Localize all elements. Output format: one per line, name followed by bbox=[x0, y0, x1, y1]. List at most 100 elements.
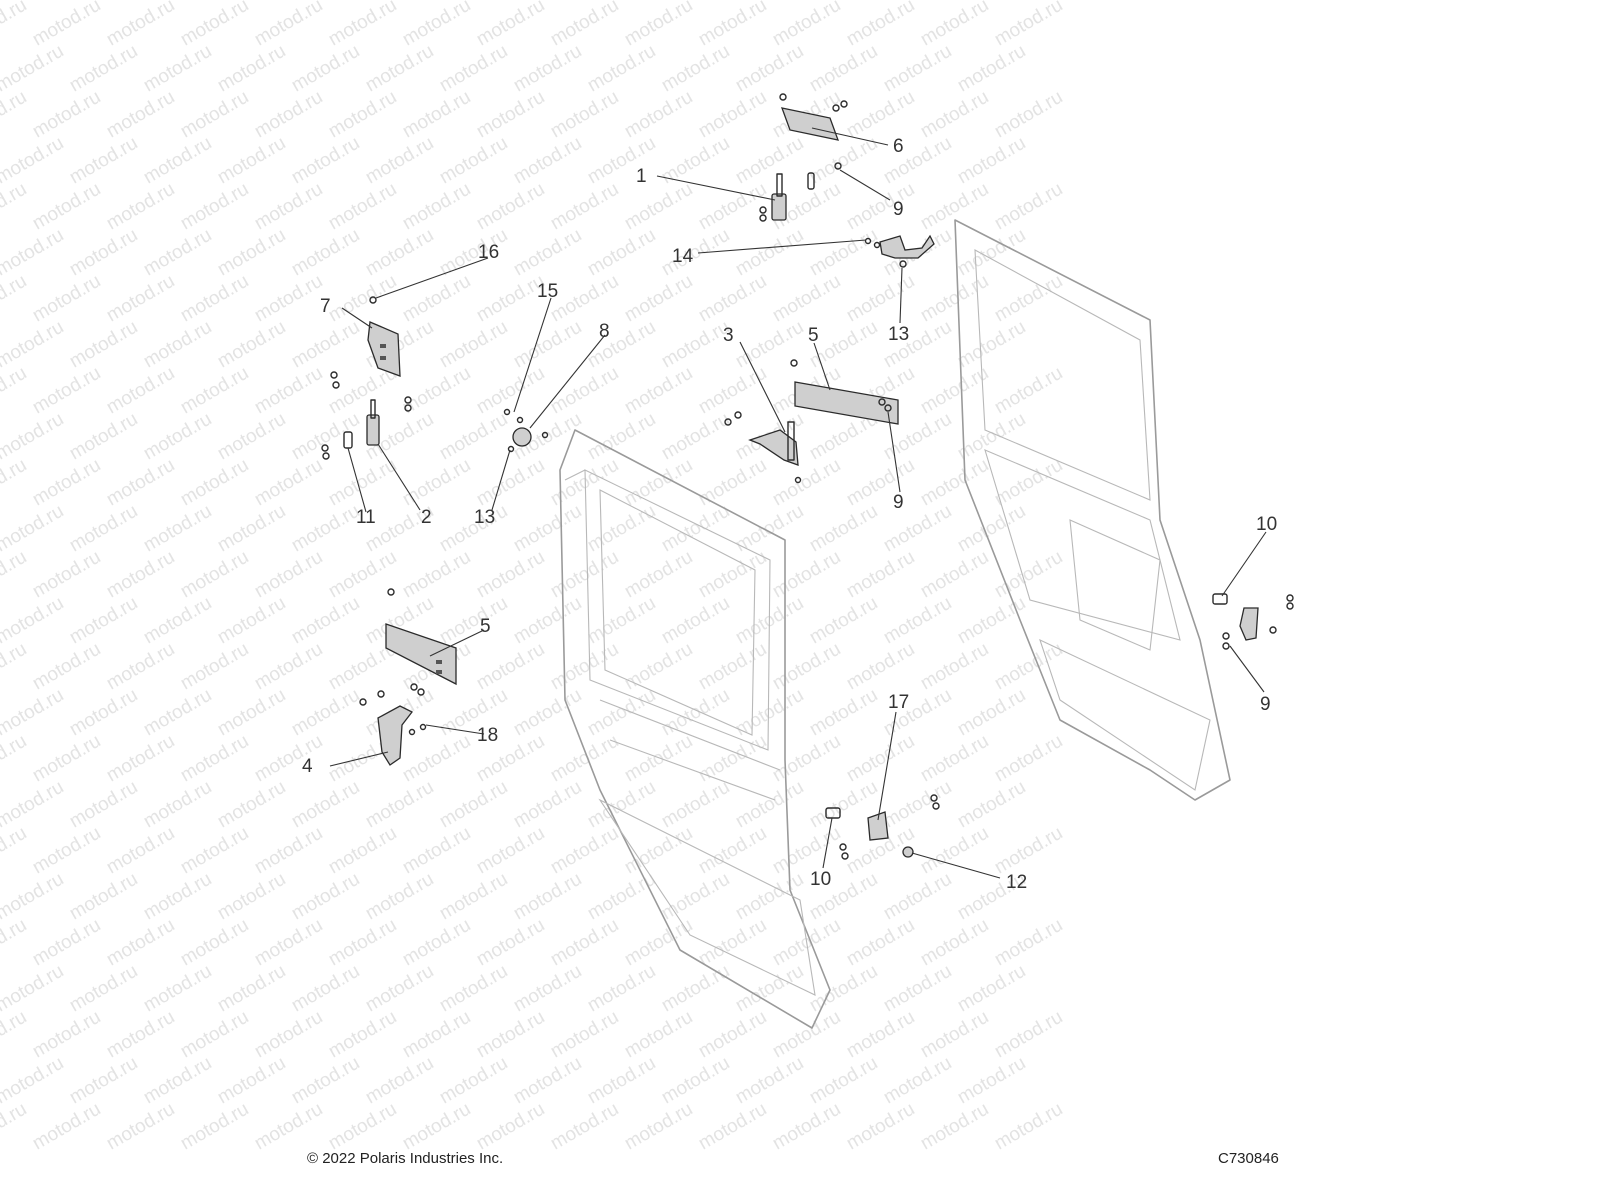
watermark-text: motod.ru bbox=[214, 41, 289, 97]
watermark-text: motod.ru bbox=[658, 869, 733, 925]
part-5-plate-upper bbox=[790, 359, 899, 425]
watermark-text: motod.ru bbox=[0, 1099, 30, 1155]
watermark-text: motod.ru bbox=[214, 685, 289, 741]
watermark-text: motod.ru bbox=[140, 501, 215, 557]
watermark-text: motod.ru bbox=[66, 501, 141, 557]
watermark-text: motod.ru bbox=[621, 823, 696, 879]
watermark-text: motod.ru bbox=[399, 731, 474, 787]
watermark-text: motod.ru bbox=[0, 41, 67, 97]
watermark-text: motod.ru bbox=[29, 363, 104, 419]
callout-17: 17 bbox=[888, 692, 909, 713]
watermark-text: motod.ru bbox=[547, 179, 622, 235]
watermark-text: motod.ru bbox=[29, 1099, 104, 1155]
watermark-text: motod.ru bbox=[0, 593, 67, 649]
watermark-text: motod.ru bbox=[288, 501, 363, 557]
watermark-text: motod.ru bbox=[473, 0, 548, 50]
watermark-text: motod.ru bbox=[695, 363, 770, 419]
watermark-text: motod.ru bbox=[843, 915, 918, 971]
watermark-text: motod.ru bbox=[103, 271, 178, 327]
watermark-text: motod.ru bbox=[658, 593, 733, 649]
watermark-text: motod.ru bbox=[251, 1007, 326, 1063]
watermark-text: motod.ru bbox=[399, 0, 474, 50]
watermark-text: motod.ru bbox=[399, 455, 474, 511]
watermark-text: motod.ru bbox=[769, 271, 844, 327]
watermark-text: motod.ru bbox=[66, 777, 141, 833]
watermark-text: motod.ru bbox=[288, 225, 363, 281]
watermark-text: motod.ru bbox=[473, 547, 548, 603]
watermark-text: motod.ru bbox=[214, 317, 289, 373]
watermark-text: motod.ru bbox=[584, 41, 659, 97]
watermark-text: motod.ru bbox=[732, 1053, 807, 1109]
watermark-text: motod.ru bbox=[0, 363, 30, 419]
watermark-text: motod.ru bbox=[843, 547, 918, 603]
watermark-text: motod.ru bbox=[103, 0, 178, 50]
watermark-text: motod.ru bbox=[621, 547, 696, 603]
watermark-text: motod.ru bbox=[29, 1007, 104, 1063]
watermark-text: motod.ru bbox=[251, 639, 326, 695]
callout-5-upper: 5 bbox=[808, 325, 819, 346]
watermark-text: motod.ru bbox=[843, 87, 918, 143]
watermark-text: motod.ru bbox=[880, 133, 955, 189]
watermark-text: motod.ru bbox=[288, 777, 363, 833]
watermark-text: motod.ru bbox=[917, 1099, 992, 1155]
watermark-text: motod.ru bbox=[103, 363, 178, 419]
watermark-text: motod.ru bbox=[362, 961, 437, 1017]
watermark-text: motod.ru bbox=[769, 1007, 844, 1063]
watermark-text: motod.ru bbox=[621, 179, 696, 235]
watermark-text: motod.ru bbox=[510, 41, 585, 97]
callout-13-mid: 13 bbox=[474, 507, 495, 528]
leader-lines bbox=[329, 127, 1267, 879]
watermark-text: motod.ru bbox=[103, 823, 178, 879]
watermark-text: motod.ru bbox=[547, 915, 622, 971]
watermark-text: motod.ru bbox=[991, 455, 1066, 511]
callout-5-lower: 5 bbox=[480, 616, 491, 637]
watermark-text: motod.ru bbox=[769, 547, 844, 603]
watermark-layer: motod.rumotod.rumotod.rumotod.rumotod.ru… bbox=[0, 0, 1066, 1154]
watermark-text: motod.ru bbox=[103, 915, 178, 971]
watermark-text: motod.ru bbox=[732, 501, 807, 557]
watermark-text: motod.ru bbox=[547, 271, 622, 327]
watermark-text: motod.ru bbox=[103, 639, 178, 695]
watermark-text: motod.ru bbox=[695, 179, 770, 235]
part-2-latch bbox=[366, 399, 380, 446]
watermark-text: motod.ru bbox=[954, 685, 1029, 741]
watermark-text: motod.ru bbox=[251, 455, 326, 511]
watermark-text: motod.ru bbox=[917, 87, 992, 143]
watermark-text: motod.ru bbox=[29, 0, 104, 50]
watermark-text: motod.ru bbox=[806, 1053, 881, 1109]
watermark-text: motod.ru bbox=[362, 869, 437, 925]
watermark-text: motod.ru bbox=[917, 915, 992, 971]
watermark-text: motod.ru bbox=[843, 1007, 918, 1063]
part-1-hinge bbox=[759, 162, 842, 222]
watermark-text: motod.ru bbox=[288, 133, 363, 189]
watermark-text: motod.ru bbox=[288, 869, 363, 925]
watermark-text: motod.ru bbox=[103, 87, 178, 143]
watermark-text: motod.ru bbox=[399, 823, 474, 879]
watermark-text: motod.ru bbox=[177, 179, 252, 235]
watermark-text: motod.ru bbox=[584, 593, 659, 649]
watermark-text: motod.ru bbox=[214, 501, 289, 557]
watermark-text: motod.ru bbox=[436, 41, 511, 97]
watermark-text: motod.ru bbox=[695, 0, 770, 50]
watermark-text: motod.ru bbox=[140, 409, 215, 465]
watermark-text: motod.ru bbox=[547, 639, 622, 695]
watermark-text: motod.ru bbox=[177, 87, 252, 143]
callout-2: 2 bbox=[421, 507, 432, 528]
watermark-text: motod.ru bbox=[0, 823, 30, 879]
watermark-text: motod.ru bbox=[510, 501, 585, 557]
watermark-text: motod.ru bbox=[917, 271, 992, 327]
watermark-text: motod.ru bbox=[0, 0, 30, 50]
part-14-striker bbox=[864, 234, 935, 268]
watermark-text: motod.ru bbox=[584, 225, 659, 281]
watermark-text: motod.ru bbox=[621, 87, 696, 143]
watermark-text: motod.ru bbox=[0, 1053, 67, 1109]
watermark-text: motod.ru bbox=[251, 271, 326, 327]
watermark-text: motod.ru bbox=[806, 41, 881, 97]
watermark-text: motod.ru bbox=[917, 1007, 992, 1063]
watermark-text: motod.ru bbox=[769, 731, 844, 787]
watermark-text: motod.ru bbox=[843, 179, 918, 235]
right-door-outline bbox=[954, 219, 1231, 801]
watermark-text: motod.ru bbox=[325, 179, 400, 235]
watermark-text: motod.ru bbox=[658, 961, 733, 1017]
